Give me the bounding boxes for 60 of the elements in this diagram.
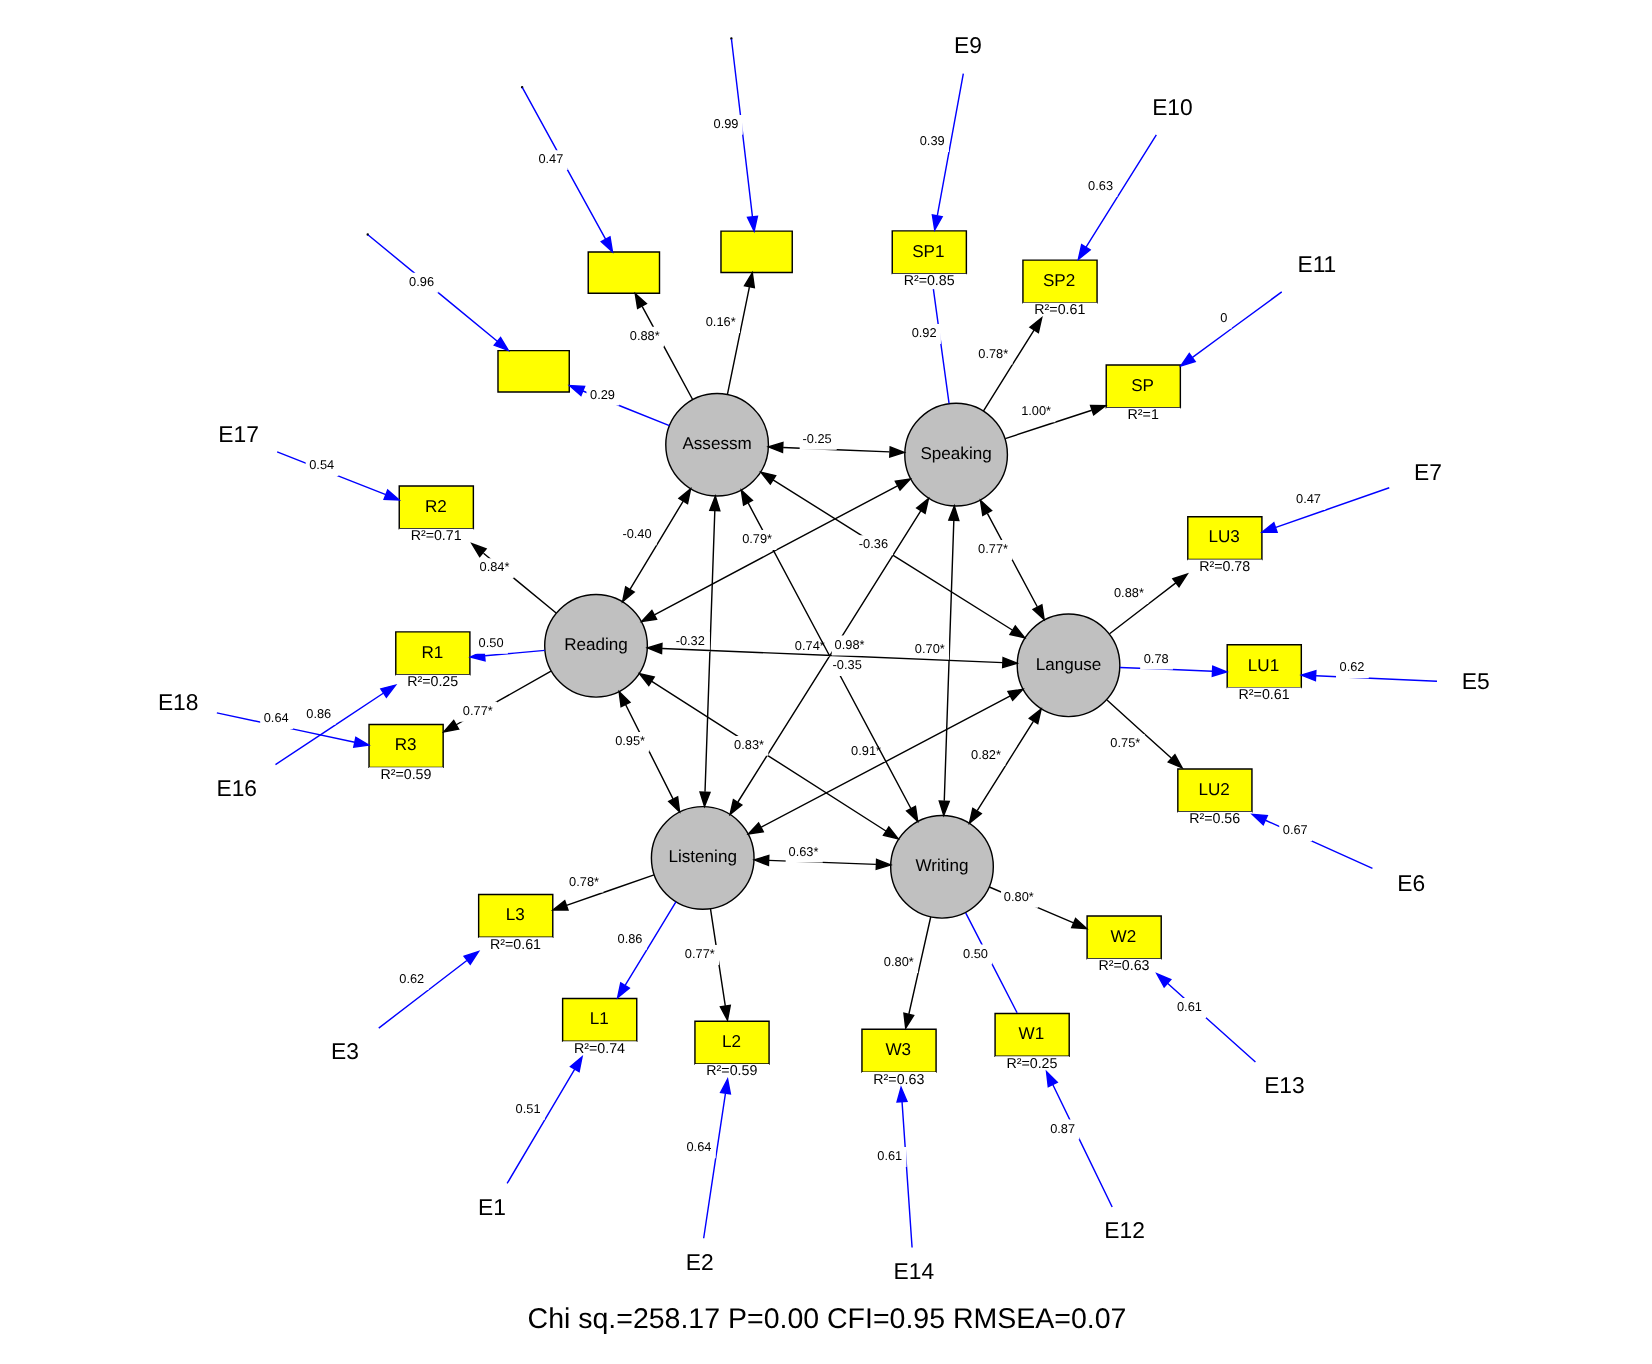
arrow (745, 688, 1024, 835)
arrow (1076, 134, 1157, 262)
node-text: E6 (1396, 873, 1425, 898)
connector (931, 288, 949, 405)
arrow (1178, 291, 1282, 368)
node-text: E2 (684, 1251, 713, 1276)
node-box (496, 349, 569, 393)
node-circle: Speaking (903, 402, 1008, 507)
arrow (1298, 669, 1437, 682)
node-text: E16 (215, 777, 257, 802)
arrow (1249, 813, 1373, 870)
arrow (1118, 665, 1228, 678)
node-text: E10 (1151, 96, 1192, 121)
node-box (586, 251, 660, 294)
arrow (617, 689, 680, 814)
arrow (1154, 972, 1256, 1063)
arrow (902, 916, 931, 1031)
arrow (725, 270, 755, 395)
arrow (765, 441, 906, 458)
node-circle: Listening (649, 805, 754, 910)
arrow (708, 908, 731, 1023)
arrow (895, 1085, 912, 1249)
arrow (698, 494, 720, 809)
arrow (520, 86, 613, 254)
arrow (377, 950, 480, 1029)
node-box (719, 230, 792, 274)
arrow (981, 316, 1042, 412)
arrow (440, 670, 551, 733)
node-text: E13 (1263, 1075, 1304, 1100)
arrow (366, 234, 510, 352)
arrow (729, 38, 758, 234)
arrow (275, 451, 401, 501)
node-circle: Languse (1015, 613, 1120, 718)
arrow (215, 712, 370, 748)
node-circle: Reading (543, 593, 648, 698)
arrow (937, 503, 959, 818)
arrow (930, 72, 964, 232)
node-text: E5 (1460, 670, 1489, 695)
arrow (273, 683, 397, 766)
node-text: E14 (892, 1260, 934, 1285)
node-text: E7 (1413, 461, 1441, 486)
node-circle: Writing (888, 814, 994, 919)
node-text: E9 (953, 35, 981, 60)
arrow (638, 477, 912, 623)
arrow (758, 471, 1026, 639)
arrow (701, 1077, 731, 1239)
node-circle: Assessm (664, 392, 769, 497)
arrow (751, 854, 892, 871)
arrow (633, 291, 693, 401)
arrow (636, 672, 899, 840)
node-text: E12 (1103, 1220, 1144, 1245)
caption: Chi sq.=258.17 P=0.00 CFI=0.95 RMSEA=0.07 (526, 1303, 1126, 1336)
connector (963, 912, 1017, 1014)
node-text: E1 (476, 1196, 505, 1221)
node-text: E3 (330, 1041, 358, 1066)
node-text: E17 (217, 424, 258, 449)
node-text: E11 (1296, 253, 1336, 278)
arrow (505, 1055, 583, 1185)
node-text: E18 (156, 692, 198, 717)
arrow (978, 498, 1045, 622)
